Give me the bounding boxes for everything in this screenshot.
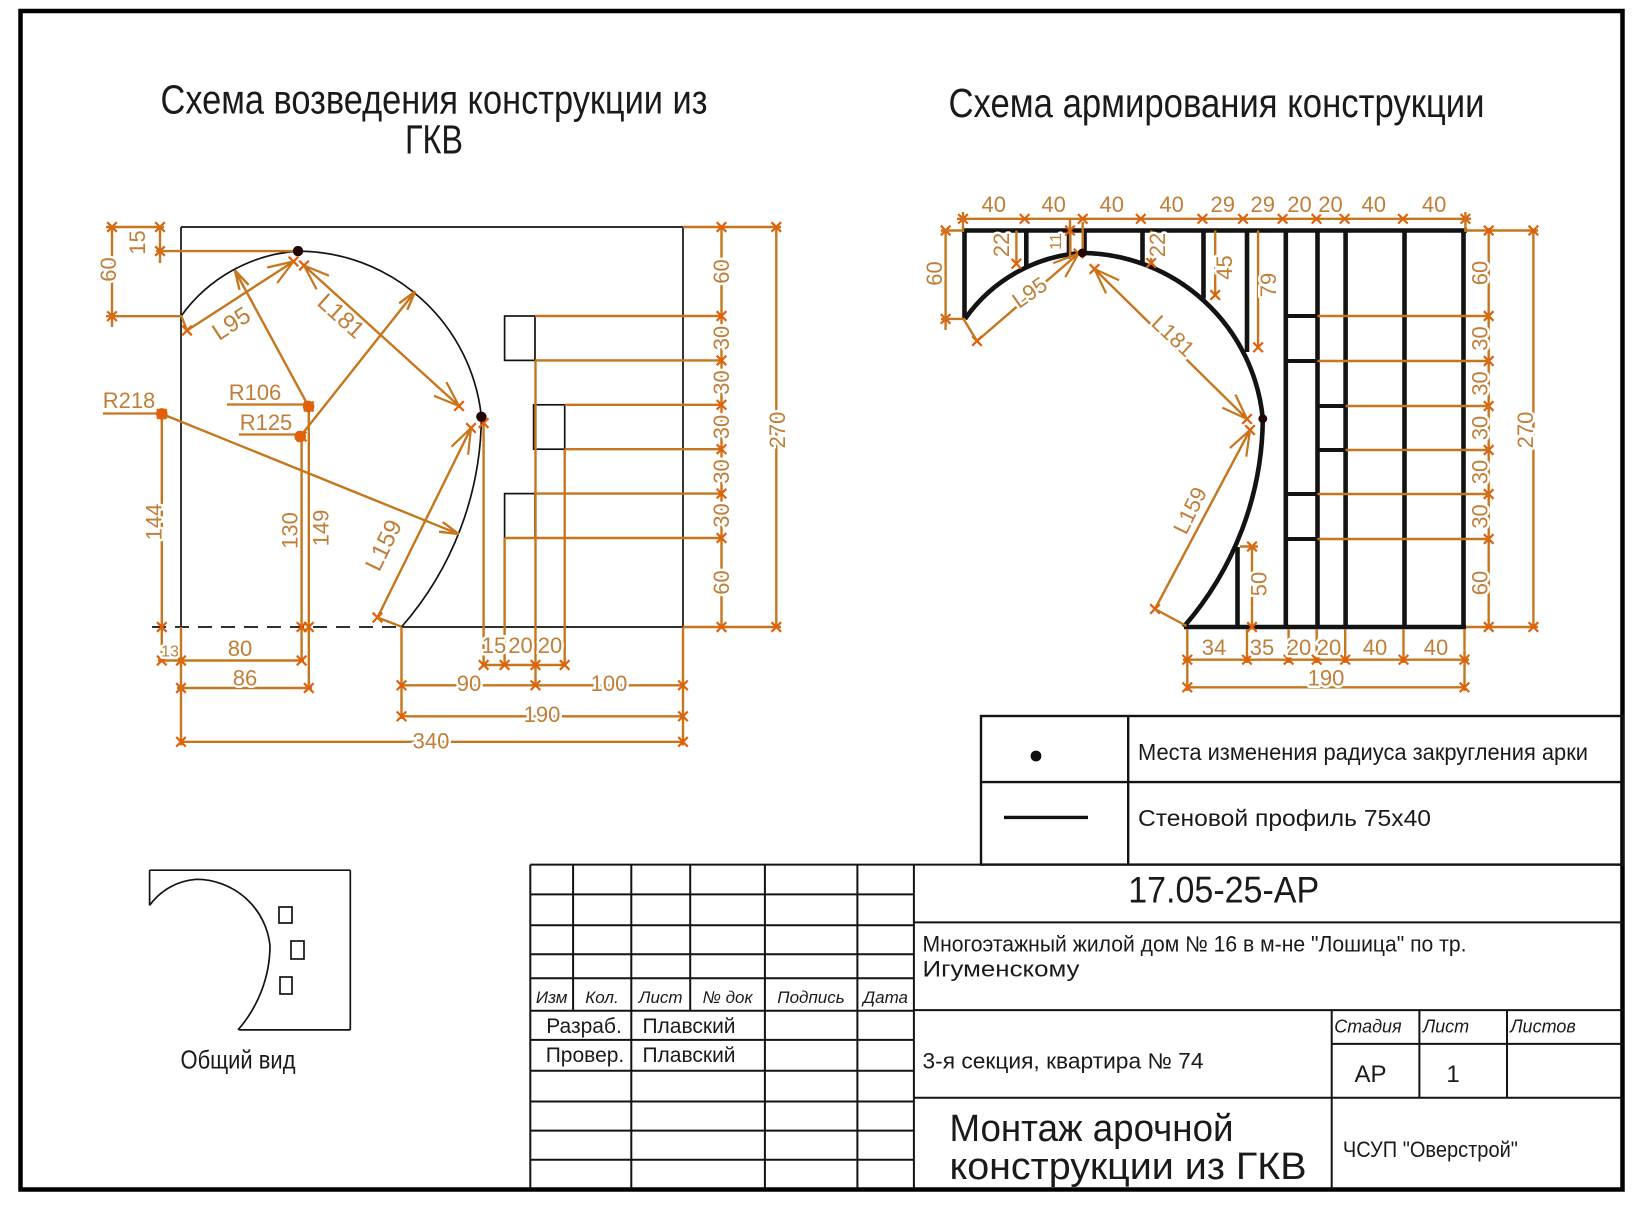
svg-text:Лист: Лист (638, 988, 683, 1007)
svg-text:30: 30 (709, 503, 734, 527)
svg-text:Схема возведения конструкции и: Схема возведения конструкции из (161, 76, 708, 122)
svg-text:30: 30 (709, 326, 734, 350)
svg-text:Разраб.: Разраб. (546, 1015, 622, 1038)
svg-text:R218: R218 (103, 388, 156, 413)
svg-text:60: 60 (1468, 571, 1493, 595)
svg-text:Лист: Лист (1422, 1017, 1469, 1037)
svg-text:3-я секция, квартира № 74: 3-я секция, квартира № 74 (923, 1049, 1204, 1074)
svg-text:270: 270 (765, 412, 790, 449)
svg-text:30: 30 (709, 415, 734, 439)
svg-text:40: 40 (1361, 192, 1385, 217)
svg-text:Кол.: Кол. (585, 988, 618, 1007)
svg-text:79: 79 (1256, 273, 1281, 297)
svg-text:№ док: № док (702, 988, 753, 1007)
svg-text:Подпись: Подпись (777, 988, 844, 1007)
svg-text:15: 15 (125, 230, 150, 254)
svg-text:40: 40 (1424, 635, 1448, 660)
svg-text:Места изменения радиуса закруг: Места изменения радиуса закругления арки (1138, 739, 1588, 765)
svg-text:34: 34 (1202, 635, 1226, 660)
svg-text:Плавский: Плавский (642, 1044, 735, 1067)
svg-text:35: 35 (1250, 635, 1274, 660)
svg-text:50: 50 (1247, 572, 1272, 596)
svg-text:22: 22 (1145, 233, 1170, 257)
svg-text:30: 30 (709, 370, 734, 394)
svg-text:30: 30 (1468, 460, 1493, 484)
svg-text:Монтаж арочной: Монтаж арочной (950, 1108, 1234, 1150)
svg-text:60: 60 (922, 261, 947, 285)
svg-text:R125: R125 (240, 410, 293, 435)
svg-text:Игуменскому: Игуменскому (923, 956, 1080, 981)
svg-text:R106: R106 (229, 380, 282, 405)
svg-text:11: 11 (1048, 233, 1065, 250)
svg-text:Дата: Дата (861, 988, 908, 1007)
svg-text:22: 22 (989, 233, 1014, 257)
svg-text:130: 130 (278, 512, 303, 549)
svg-text:86: 86 (233, 666, 257, 691)
svg-text:60: 60 (96, 257, 121, 281)
svg-text:конструкции из ГКВ: конструкции из ГКВ (950, 1146, 1307, 1188)
svg-text:15: 15 (482, 633, 506, 658)
svg-text:Провер.: Провер. (546, 1044, 625, 1067)
svg-text:Стадия: Стадия (1334, 1017, 1402, 1037)
svg-text:40: 40 (1099, 192, 1123, 217)
svg-text:190: 190 (524, 702, 561, 727)
svg-text:20: 20 (538, 633, 562, 658)
svg-text:60: 60 (709, 570, 734, 594)
svg-text:40: 40 (982, 192, 1006, 217)
svg-text:ЧСУП "Оверстрой": ЧСУП "Оверстрой" (1343, 1137, 1518, 1162)
svg-text:ГКВ: ГКВ (405, 116, 463, 162)
svg-text:190: 190 (1308, 666, 1345, 691)
svg-text:40: 40 (1422, 192, 1446, 217)
svg-text:40: 40 (1159, 192, 1183, 217)
svg-text:30: 30 (1468, 416, 1493, 440)
svg-text:20: 20 (1318, 192, 1342, 217)
svg-text:90: 90 (457, 671, 481, 696)
svg-text:40: 40 (1041, 192, 1065, 217)
svg-text:30: 30 (1468, 371, 1493, 395)
svg-text:60: 60 (709, 259, 734, 283)
svg-text:Общий вид: Общий вид (181, 1045, 296, 1075)
svg-text:Плавский: Плавский (642, 1015, 735, 1038)
svg-text:20: 20 (1287, 635, 1311, 660)
svg-text:Изм: Изм (536, 988, 568, 1007)
svg-text:29: 29 (1251, 192, 1275, 217)
svg-text:144: 144 (142, 504, 167, 541)
svg-text:30: 30 (709, 459, 734, 483)
svg-text:60: 60 (1468, 261, 1493, 285)
svg-text:20: 20 (1317, 635, 1341, 660)
svg-text:29: 29 (1210, 192, 1234, 217)
svg-text:40: 40 (1363, 635, 1387, 660)
svg-text:Стеновой профиль 75х40: Стеновой профиль 75х40 (1138, 805, 1431, 831)
svg-text:20: 20 (1287, 192, 1311, 217)
svg-text:1: 1 (1446, 1061, 1459, 1088)
svg-text:30: 30 (1468, 504, 1493, 528)
svg-text:17.05-25-АР: 17.05-25-АР (1128, 870, 1319, 911)
svg-text:149: 149 (309, 510, 334, 547)
svg-text:80: 80 (228, 636, 252, 661)
svg-text:340: 340 (413, 729, 450, 754)
svg-text:Листов: Листов (1509, 1017, 1576, 1037)
svg-text:30: 30 (1468, 326, 1493, 350)
svg-text:Многоэтажный жилой дом № 16 в: Многоэтажный жилой дом № 16 в м-не "Лоши… (923, 932, 1467, 957)
svg-text:45: 45 (1212, 255, 1237, 279)
svg-text:270: 270 (1513, 412, 1538, 449)
svg-text:100: 100 (591, 671, 628, 696)
svg-text:Схема армирования конструкции: Схема армирования конструкции (949, 80, 1485, 126)
svg-text:13: 13 (161, 644, 179, 661)
svg-text:АР: АР (1354, 1061, 1386, 1088)
svg-text:20: 20 (508, 633, 532, 658)
